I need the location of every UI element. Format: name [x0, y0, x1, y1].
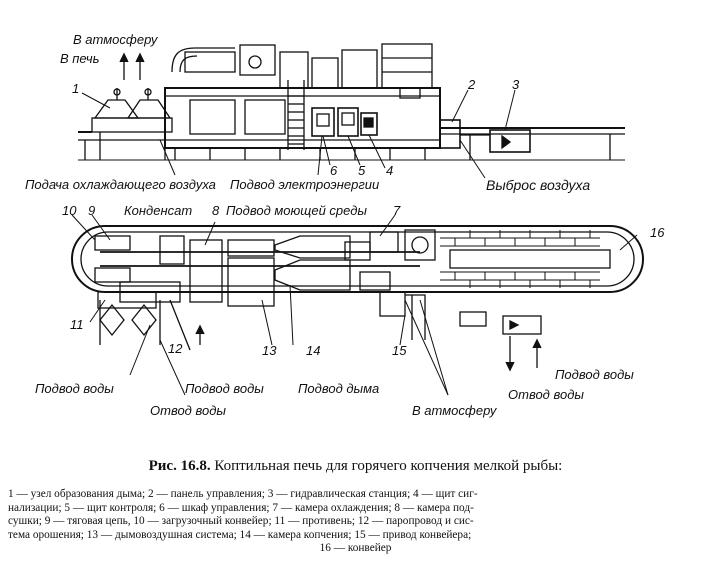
number-2: 2	[468, 77, 476, 92]
smokehouse-drawing	[71, 43, 644, 396]
smoking-chamber	[274, 259, 351, 291]
conveyor-contour	[71, 225, 644, 293]
figure-legend: 1 — узел образования дыма; 2 — панель уп…	[8, 488, 703, 556]
plan-view	[71, 214, 644, 396]
number-9: 9	[88, 203, 96, 218]
control-board	[337, 107, 359, 137]
conveyor	[449, 249, 611, 269]
figure-title: Коптильная печь для горячего копчения ме…	[214, 458, 563, 474]
number-7: 7	[393, 203, 401, 218]
water-devices	[97, 291, 161, 345]
number-12: 12	[168, 341, 183, 356]
label-washing-medium: Подвод моющей среды	[226, 203, 367, 218]
number-16: 16	[650, 225, 665, 240]
label-cooling-air: Подача охлаждающего воздуха	[25, 177, 216, 192]
label-condensate: Конденсат	[124, 203, 193, 218]
label-atmosphere-bottom: В атмосферу	[412, 403, 497, 418]
label-smoke-in: Подвод дыма	[298, 381, 380, 396]
legend-line-3: сушки; 9 — тяговая цепь, 10 — загрузочны…	[8, 515, 474, 528]
label-to-furnace: В печь	[60, 51, 100, 66]
label-water-in-mid: Подвод воды	[185, 381, 264, 396]
label-air-exhaust: Выброс воздуха	[486, 177, 591, 193]
conveyor-drive	[405, 294, 426, 340]
label-water-out-left: Отвод воды	[150, 403, 226, 418]
label-atmosphere-top: В атмосферу	[73, 32, 158, 47]
smoke-air-system	[227, 257, 275, 307]
ladder	[287, 80, 305, 150]
number-10: 10	[62, 203, 77, 218]
figure-caption: Рис. 16.8. Коптильная печь для горячего …	[0, 458, 711, 475]
number-8: 8	[212, 203, 220, 218]
number-6: 6	[330, 163, 338, 178]
number-11: 11	[70, 317, 84, 332]
furnace-body	[164, 87, 441, 149]
number-14: 14	[306, 343, 321, 358]
legend-line-1: 1 — узел образования дыма; 2 — панель уп…	[8, 488, 478, 500]
label-power-supply: Подвод электроэнергии	[230, 177, 380, 192]
brick-layers	[440, 230, 600, 288]
smoke-generator	[91, 88, 173, 160]
side-elevation	[78, 43, 625, 179]
label-water-in-left: Подвод воды	[35, 381, 114, 396]
number-15: 15	[392, 343, 407, 358]
label-water-in-right: Подвод воды	[555, 367, 634, 382]
steam-pipe	[169, 299, 191, 351]
figure-number: Рис. 16.8.	[148, 458, 211, 474]
control-cabinet	[311, 107, 335, 137]
loading-conveyor	[94, 235, 131, 251]
number-3: 3	[512, 77, 520, 92]
legend-line-2: нализации; 5 — щит контроля; 6 — шкаф уп…	[8, 501, 474, 514]
legend-line-4: тема орошения; 13 — дымовоздушная систем…	[8, 528, 472, 541]
number-13: 13	[262, 343, 277, 358]
hydraulic-station	[489, 129, 531, 153]
label-water-out-right: Отвод воды	[508, 387, 584, 402]
number-1: 1	[72, 81, 80, 96]
number-5: 5	[358, 163, 366, 178]
number-4: 4	[386, 163, 394, 178]
legend-line-5: 16 — конвейер	[319, 542, 392, 555]
cooling-chamber	[369, 231, 399, 253]
